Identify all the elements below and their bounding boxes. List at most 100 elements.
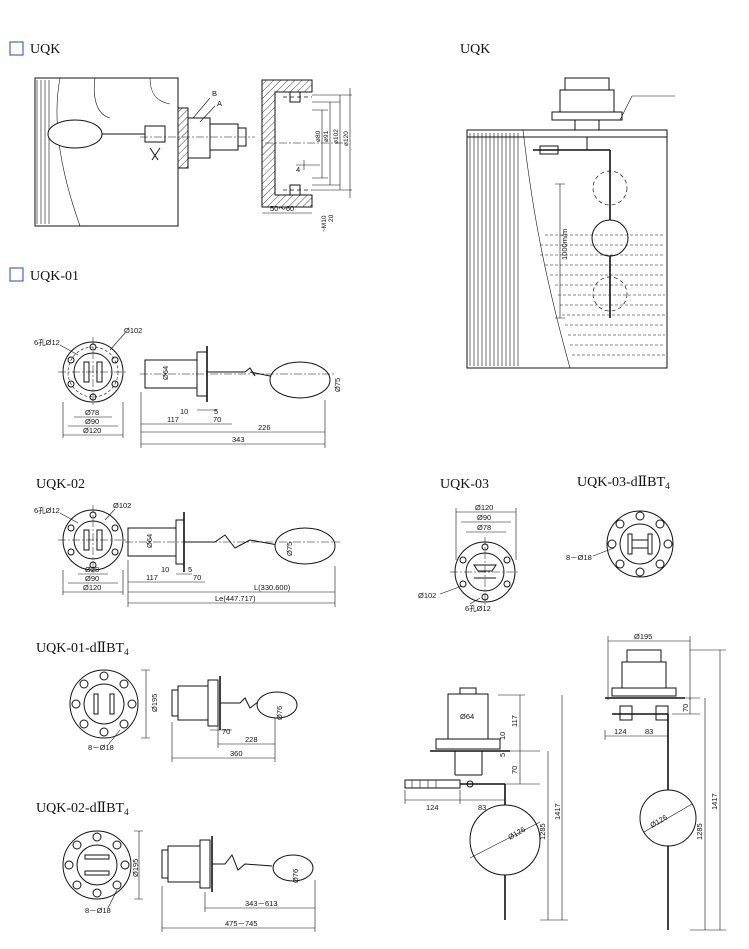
tank-curve-2 xyxy=(93,77,111,119)
terminal xyxy=(473,564,497,579)
dim-124: 124 xyxy=(614,727,627,736)
float-upper-position xyxy=(592,170,628,206)
dim-475-745: 475－745 xyxy=(225,919,258,928)
brackets xyxy=(619,705,669,721)
label-holes: 8－Ø18 xyxy=(566,553,592,562)
terminal xyxy=(109,693,115,715)
float-ball xyxy=(591,219,629,257)
dim-70-lines xyxy=(672,697,700,715)
liquid xyxy=(540,234,665,356)
mechanism xyxy=(144,125,166,143)
bolt-hole xyxy=(663,539,673,549)
dim-70: 70 xyxy=(193,573,201,582)
switch-cap xyxy=(171,689,179,717)
dim-117: 117 xyxy=(510,715,519,727)
dim-5: 5 xyxy=(188,565,192,574)
bolt-hole xyxy=(459,556,467,564)
float-ball xyxy=(269,361,331,399)
tank-curve xyxy=(56,77,81,227)
dim-d75: Ø75 xyxy=(333,378,342,392)
bolt-hole xyxy=(119,719,129,729)
dim-5: 5 xyxy=(214,407,218,416)
section-title: UQK-01-dⅡBT4 xyxy=(36,641,129,657)
dim-1285: 1285 xyxy=(538,823,547,840)
dim-d91: ø91 xyxy=(323,130,330,142)
label-holes: 6孔Ø12 xyxy=(34,506,60,515)
bolt-hole xyxy=(111,380,119,388)
dim-1417: 1417 xyxy=(553,803,562,820)
dim-d195-lines xyxy=(607,636,691,700)
leader xyxy=(619,95,633,121)
label-d102: Ø102 xyxy=(418,591,436,600)
flange xyxy=(207,679,219,727)
dim-lines xyxy=(161,880,316,932)
section-title: UQK xyxy=(30,42,60,57)
head-body xyxy=(621,661,667,689)
gap-4: 4 xyxy=(296,165,300,174)
bolt-hole xyxy=(67,356,75,364)
dim-70: 70 xyxy=(510,766,519,774)
float-ball xyxy=(274,527,336,565)
terminal xyxy=(84,854,110,860)
dim-d195: Ø195 xyxy=(150,694,159,712)
bolt-hole xyxy=(615,559,625,569)
dim-1417: 1417 xyxy=(710,793,719,810)
dim-d90: Ø90 xyxy=(477,513,491,522)
travel-label: 1000m/m xyxy=(560,229,569,260)
dim-lines xyxy=(140,392,326,448)
uqk03-figure: UQK-03 Ø120 Ø90 Ø78 Ø102 6孔Ø12 xyxy=(418,477,520,613)
bolt-hole xyxy=(112,840,122,850)
bolt-hole xyxy=(99,727,109,737)
bolt-hole xyxy=(99,671,109,681)
dim-70: 70 xyxy=(213,415,221,424)
label-holes: 8－Ø18 xyxy=(85,906,111,915)
dim-d78: Ø78 xyxy=(85,408,99,417)
bolt-hole xyxy=(111,548,119,556)
dim-d75: Ø75 xyxy=(285,542,294,556)
tank-wall-lines xyxy=(469,133,519,366)
uqk01-figure: UQK-01 6孔Ø12 Ø102 Ø78 Ø90 Ø120 Ø64 Ø75 xyxy=(9,267,342,448)
dim-d120: Ø120 xyxy=(83,426,101,435)
dim-d195: Ø195 xyxy=(634,632,652,641)
bolt-hole xyxy=(127,699,137,709)
dim-d120: ø120 xyxy=(343,131,350,146)
bolt-hole xyxy=(92,832,102,842)
head-body xyxy=(559,89,615,113)
flange-inner xyxy=(76,844,118,886)
head-flange xyxy=(611,687,677,697)
float-rod xyxy=(249,539,279,546)
label-holes: 6孔Ø12 xyxy=(465,604,491,613)
leader-d102 xyxy=(109,332,126,351)
dim-1285: 1285 xyxy=(695,823,704,840)
dim-d80: ø80 xyxy=(315,130,322,142)
head-neck xyxy=(574,119,600,131)
dim-d120: Ø120 xyxy=(83,583,101,592)
dim-L: L(330.600) xyxy=(254,583,291,592)
flange xyxy=(199,839,211,889)
dim-lines xyxy=(134,830,143,900)
uqk02d-figure: UQK-02-dⅡBT4 Ø195 8－Ø18 Ø76 343－613 475－… xyxy=(36,801,316,932)
bolt-hole xyxy=(79,679,89,689)
dim-360: 360 xyxy=(230,749,243,758)
label-d102: Ø102 xyxy=(113,501,131,510)
flange-section xyxy=(261,79,313,208)
travel-dim xyxy=(555,183,565,319)
lever xyxy=(212,854,273,871)
flange-outer xyxy=(606,510,674,578)
dim-83: 83 xyxy=(478,803,486,812)
mount-wall xyxy=(177,107,189,169)
bolt-hole xyxy=(655,519,665,529)
head-flange xyxy=(551,111,623,121)
tank-body xyxy=(34,77,179,227)
bolt-hole xyxy=(72,840,82,850)
dim-d76: Ø76 xyxy=(291,869,300,883)
leader-holes xyxy=(107,889,118,909)
dim-lines xyxy=(127,560,336,607)
uqk-right-figure: UQK 1000m/m xyxy=(460,42,675,369)
switch-body xyxy=(177,685,209,721)
leader-d102 xyxy=(104,508,116,521)
flange-inner xyxy=(83,683,125,725)
counterweight-ticks xyxy=(411,780,437,788)
diameter-line xyxy=(469,821,541,859)
